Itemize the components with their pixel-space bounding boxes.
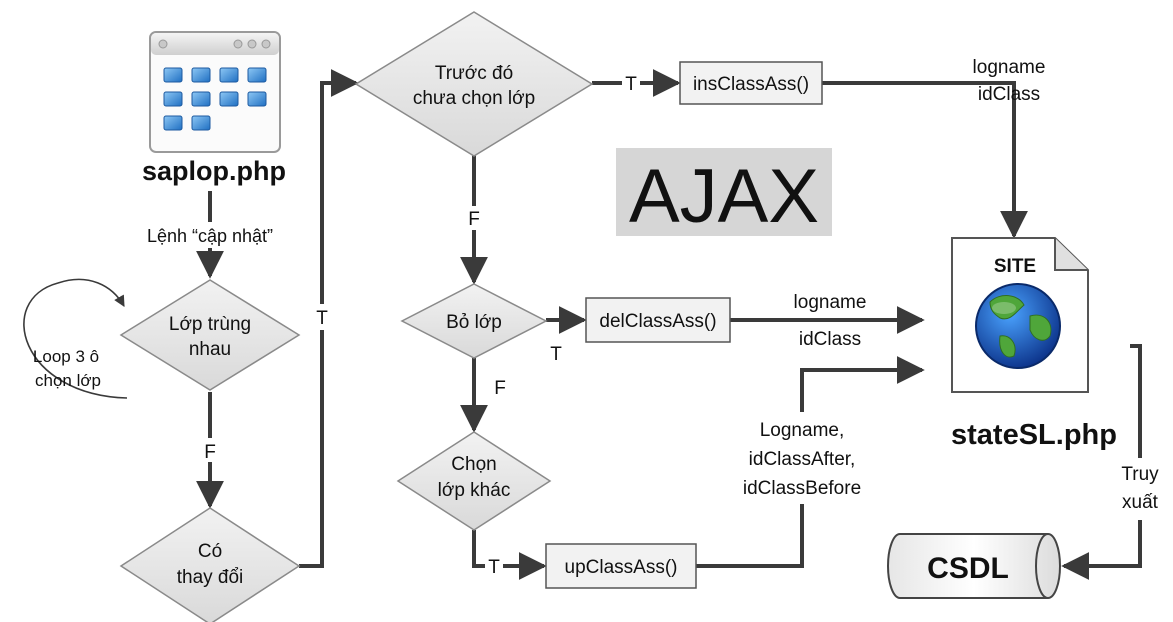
decision-label: Lớp trùng: [169, 314, 251, 335]
param-label: idClassAfter,: [749, 449, 856, 470]
truy-xuat-label: xuất: [1122, 492, 1159, 513]
process-label: upClassAss(): [565, 557, 678, 578]
statesl-label: stateSL.php: [951, 419, 1117, 451]
site-badge: SITE: [994, 256, 1036, 277]
edge-label-t: T: [316, 308, 328, 329]
ajax-box: [616, 148, 832, 236]
decision-bo-lop: Bỏ lớp: [400, 283, 548, 359]
database-cylinder-icon: CSDL: [887, 533, 1061, 599]
edge-label-f: F: [204, 442, 216, 463]
decision-label: Bỏ lớp: [446, 312, 502, 333]
process-label: insClassAss(): [693, 74, 809, 95]
calendar-grid-icon: [149, 31, 281, 153]
ajax-label: AJAX: [629, 154, 819, 239]
decision-label: chưa chọn lớp: [413, 88, 535, 109]
edge-statesl-to-csdl: [1061, 344, 1142, 580]
edge-chon-to-up: [472, 530, 547, 580]
process-ins-class-ass: insClassAss(): [679, 61, 823, 105]
loop-label: Loop 3 ô: [33, 347, 99, 366]
param-label: logname: [973, 57, 1046, 78]
edge-label-f: F: [494, 378, 506, 399]
decision-label: Chọn: [451, 454, 496, 475]
globe-icon: [975, 283, 1061, 369]
decision-label: thay đổi: [177, 567, 244, 588]
decision-co-thay-doi: Có thay đổi: [119, 507, 301, 622]
process-up-class-ass: upClassAss(): [545, 543, 697, 589]
param-label: idClassBefore: [743, 478, 861, 499]
saplop-label: saplop.php: [142, 156, 286, 186]
loop-arrow: [23, 278, 128, 399]
decision-chon-lop-khac: Chọn lớp khác: [396, 431, 552, 531]
edge-label-t: T: [488, 557, 500, 578]
param-label: idClass: [799, 329, 861, 350]
decision-label: nhau: [189, 339, 231, 360]
param-label: Logname,: [760, 420, 845, 441]
decision-label: lớp khác: [438, 480, 511, 501]
decision-label: Có: [198, 541, 222, 562]
decision-truoc-do: Trước đó chưa chọn lớp: [354, 11, 594, 157]
param-label: logname: [794, 292, 867, 313]
edge-label-t: T: [625, 74, 637, 95]
process-label: delClassAss(): [599, 311, 716, 332]
decision-label: Trước đó: [435, 63, 513, 84]
edge-label-lenh: Lệnh “cập nhật”: [147, 226, 273, 246]
database-label: CSDL: [927, 552, 1009, 585]
decision-lop-trung-nhau: Lớp trùng nhau: [119, 279, 301, 391]
truy-xuat-label: Truy: [1121, 464, 1159, 485]
edge-label-f: F: [468, 209, 480, 230]
edge-label-t: T: [550, 344, 562, 365]
edge-ins-to-statesl: [822, 81, 1028, 239]
loop-label: chọn lớp: [35, 371, 101, 390]
param-label: idClass: [978, 84, 1040, 105]
process-del-class-ass: delClassAss(): [585, 297, 731, 343]
